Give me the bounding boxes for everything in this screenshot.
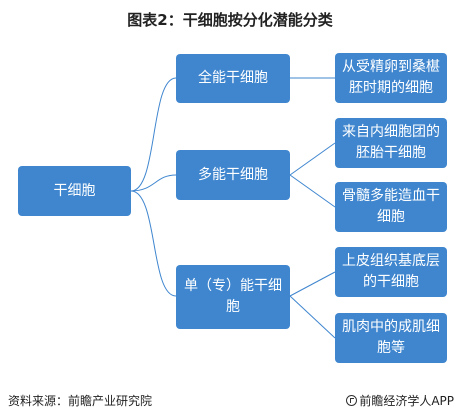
source-note: 资料来源：前瞻产业研究院 [8, 394, 153, 408]
brand-mark: 前瞻经济学人APP [346, 392, 454, 409]
child-node: 上皮组织基底层的干细胞 [335, 247, 447, 297]
brand-label: 前瞻经济学人APP [359, 394, 454, 408]
category-node-pluripotent: 多能干细胞 [176, 150, 290, 200]
connector-root-cat1 [130, 174, 177, 192]
root-node: 干细胞 [18, 166, 131, 216]
connector-cat1-child1 [289, 174, 336, 208]
brand-logo-icon [346, 395, 358, 406]
child-node: 肌肉中的成肌细胞等 [335, 313, 447, 363]
category-node-unipotent: 单（专）能干细胞 [176, 265, 290, 329]
connector-cat1-child0 [289, 142, 336, 176]
category-node-totipotent: 全能干细胞 [176, 54, 290, 103]
connector-cat2-child1 [289, 295, 336, 339]
connector-root-cat2 [130, 190, 177, 297]
connector-root-cat0 [130, 77, 177, 192]
page-title: 图表2：干细胞按分化潜能分类 [127, 11, 333, 29]
child-node: 骨髓多能造血干细胞 [335, 182, 447, 232]
connector-cat2-child0 [289, 271, 336, 297]
child-node: 从受精卵到桑椹胚时期的细胞 [335, 53, 447, 103]
child-node: 来自内细胞团的胚胎干细胞 [335, 118, 447, 168]
